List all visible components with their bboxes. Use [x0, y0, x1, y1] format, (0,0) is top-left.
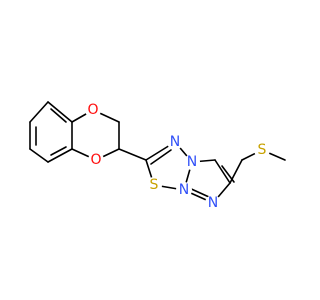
- atom-o2: O: [88, 152, 104, 168]
- atom-label: N: [179, 182, 189, 198]
- atom-label: S: [258, 142, 267, 158]
- atom-s2: S: [254, 142, 270, 158]
- atom-label: S: [150, 177, 159, 193]
- bond: [29, 101, 49, 123]
- bond: [50, 146, 67, 156]
- atom-o1: O: [85, 102, 101, 118]
- bond: [29, 148, 49, 163]
- atom-n4: N: [205, 195, 221, 211]
- atom-label: O: [90, 152, 101, 168]
- atom-n2: N: [184, 154, 200, 170]
- atom-s1: S: [146, 177, 162, 193]
- bond: [229, 159, 243, 184]
- atom-n3: N: [176, 182, 192, 198]
- bond: [47, 148, 73, 163]
- bond: [150, 149, 172, 165]
- atom-label: O: [87, 102, 98, 118]
- bond: [47, 101, 73, 123]
- atom-label: N: [208, 195, 218, 211]
- molecule-structure-diagram: O O N N N N S S: [29, 101, 286, 211]
- atom-label: N: [170, 134, 180, 150]
- atom-n1: N: [167, 134, 183, 150]
- bond: [118, 148, 147, 161]
- bond: [50, 108, 67, 123]
- bond: [214, 159, 231, 184]
- atom-label: N: [187, 154, 197, 170]
- benzene-ring: [29, 101, 73, 163]
